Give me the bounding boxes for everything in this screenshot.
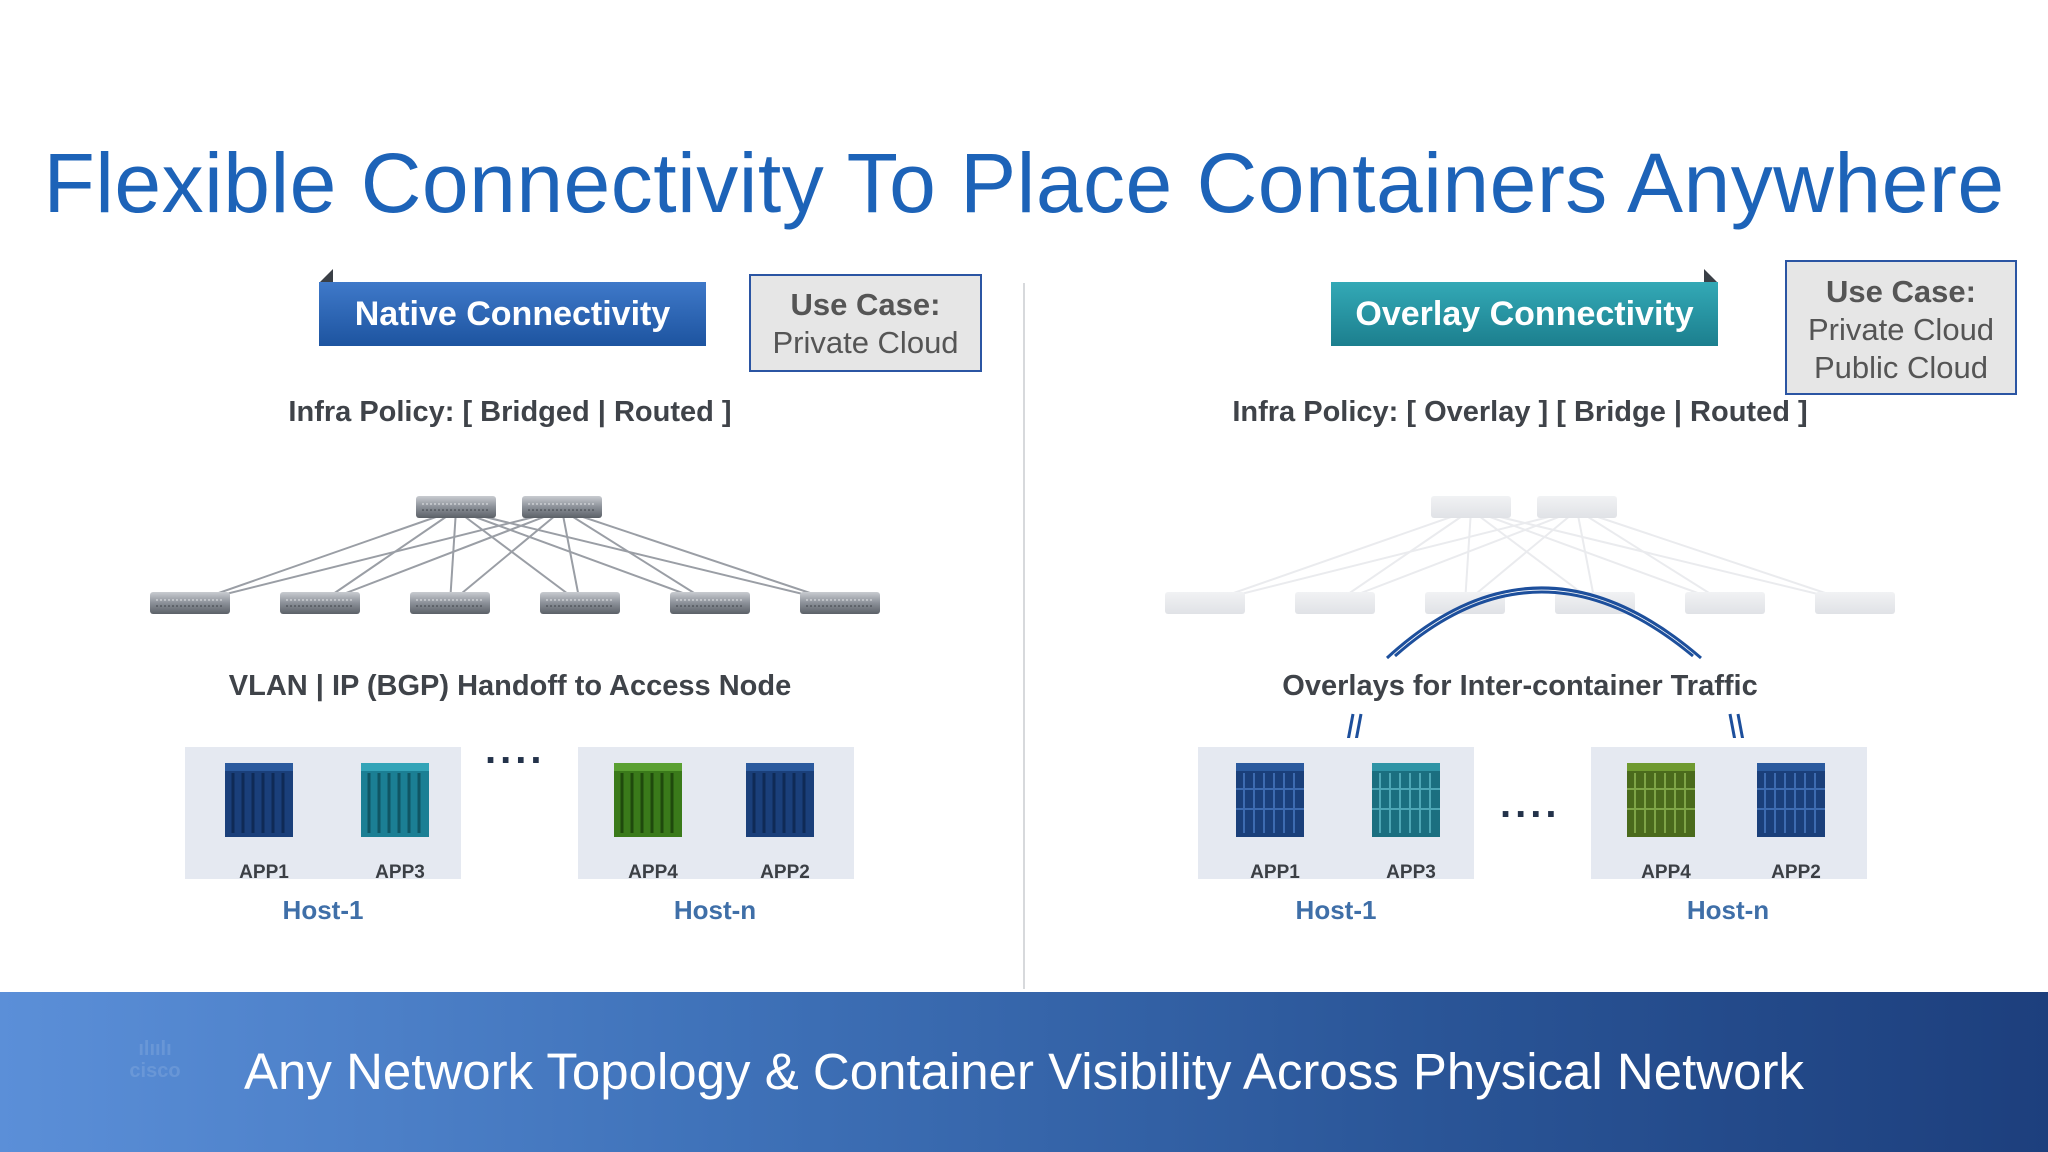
container-app: APP4: [608, 759, 698, 883]
fabric-links: [1204, 509, 1856, 604]
network-fabric-left: [150, 496, 880, 614]
use-case-box-left: Use Case: Private Cloud: [749, 274, 982, 372]
use-case-line: Public Cloud: [1813, 350, 1989, 385]
leaf-switch: [150, 592, 230, 614]
leaf-switch: [800, 592, 880, 614]
host-label: Host-1: [282, 895, 364, 925]
container-app: APP4: [1621, 759, 1711, 883]
leaf-switch: [280, 592, 360, 614]
ellipsis: ....: [485, 728, 546, 772]
overlay-connectivity-ribbon: Overlay Connectivity: [1331, 282, 1718, 346]
network-fabric-right: [1165, 496, 1895, 738]
use-case-title: Use Case:: [1826, 274, 1976, 309]
container-app: APP1: [219, 759, 309, 883]
use-case-box-right: Use Case: Private Cloud Public Cloud: [1785, 260, 2017, 395]
container-app: APP1: [1230, 759, 1320, 883]
leaf-switch: [1685, 592, 1765, 614]
bottom-banner: [0, 992, 2048, 1152]
app-label: APP3: [375, 862, 425, 883]
native-connectivity-ribbon: Native Connectivity: [319, 282, 706, 346]
use-case-title: Use Case:: [790, 287, 941, 322]
container-app: APP2: [1751, 759, 1841, 883]
app-label: APP4: [628, 862, 678, 883]
leaf-switch: [1165, 592, 1245, 614]
handoff-caption: VLAN | IP (BGP) Handoff to Access Node: [228, 670, 792, 702]
host-box: APP4 APP2: [578, 747, 854, 883]
use-case-line: Private Cloud: [1807, 312, 1995, 347]
spine-switch: [1537, 496, 1617, 518]
container-app: APP2: [740, 759, 830, 883]
ellipsis: ....: [1500, 782, 1561, 826]
container-icon: [614, 763, 682, 837]
container-icon: [1236, 763, 1304, 837]
container-icon: [1627, 763, 1695, 837]
host-label: Host-n: [1686, 895, 1770, 925]
container-app: APP3: [1366, 759, 1456, 883]
infra-policy-right: Infra Policy: [ Overlay ] [ Bridge | Rou…: [1232, 396, 1808, 428]
logo-text: cisco: [129, 1060, 181, 1082]
container-icon: [225, 763, 293, 837]
leaf-switch: [1295, 592, 1375, 614]
leaf-switch: [670, 592, 750, 614]
overlay-tunnel-arc: [1385, 586, 1702, 660]
container-icon: [361, 763, 429, 837]
spine-switch: [416, 496, 496, 518]
container-icon: [1372, 763, 1440, 837]
host-label: Host-1: [1295, 895, 1377, 925]
banner-text: Any Network Topology & Container Visibil…: [244, 1043, 1804, 1100]
container-icon: [746, 763, 814, 837]
container-icon: [1757, 763, 1825, 837]
spine-switch: [1431, 496, 1511, 518]
ribbon-fold: [1704, 269, 1718, 283]
app-label: APP4: [1641, 862, 1691, 883]
use-case-line: Private Cloud: [772, 325, 959, 360]
host-box: APP4 APP2: [1591, 747, 1867, 883]
app-label: APP1: [239, 862, 289, 883]
cisco-logo: ılıılı cisco: [110, 1038, 200, 1082]
logo-bars-icon: ılıılı: [138, 1038, 172, 1060]
host-box: APP1 APP3: [1198, 747, 1474, 883]
fabric-links: [189, 509, 841, 604]
leaf-switch: [540, 592, 620, 614]
leaf-switch: [410, 592, 490, 614]
infra-policy-left: Infra Policy: [ Bridged | Routed ]: [288, 396, 732, 428]
container-app: APP3: [355, 759, 445, 883]
app-label: APP2: [760, 862, 810, 883]
leaf-switch: [1815, 592, 1895, 614]
app-label: APP3: [1386, 862, 1436, 883]
overlay-tunnel-legs: [1346, 713, 1745, 738]
app-label: APP2: [1771, 862, 1821, 883]
host-label: Host-n: [673, 895, 757, 925]
app-label: APP1: [1250, 862, 1300, 883]
spine-switch: [522, 496, 602, 518]
center-divider: [1023, 283, 1025, 989]
ribbon-fold: [319, 269, 333, 283]
overlay-caption: Overlays for Inter-container Traffic: [1282, 670, 1758, 702]
host-box: APP1 APP3: [185, 747, 461, 883]
slide-title: Flexible Connectivity To Place Container…: [43, 136, 2005, 230]
